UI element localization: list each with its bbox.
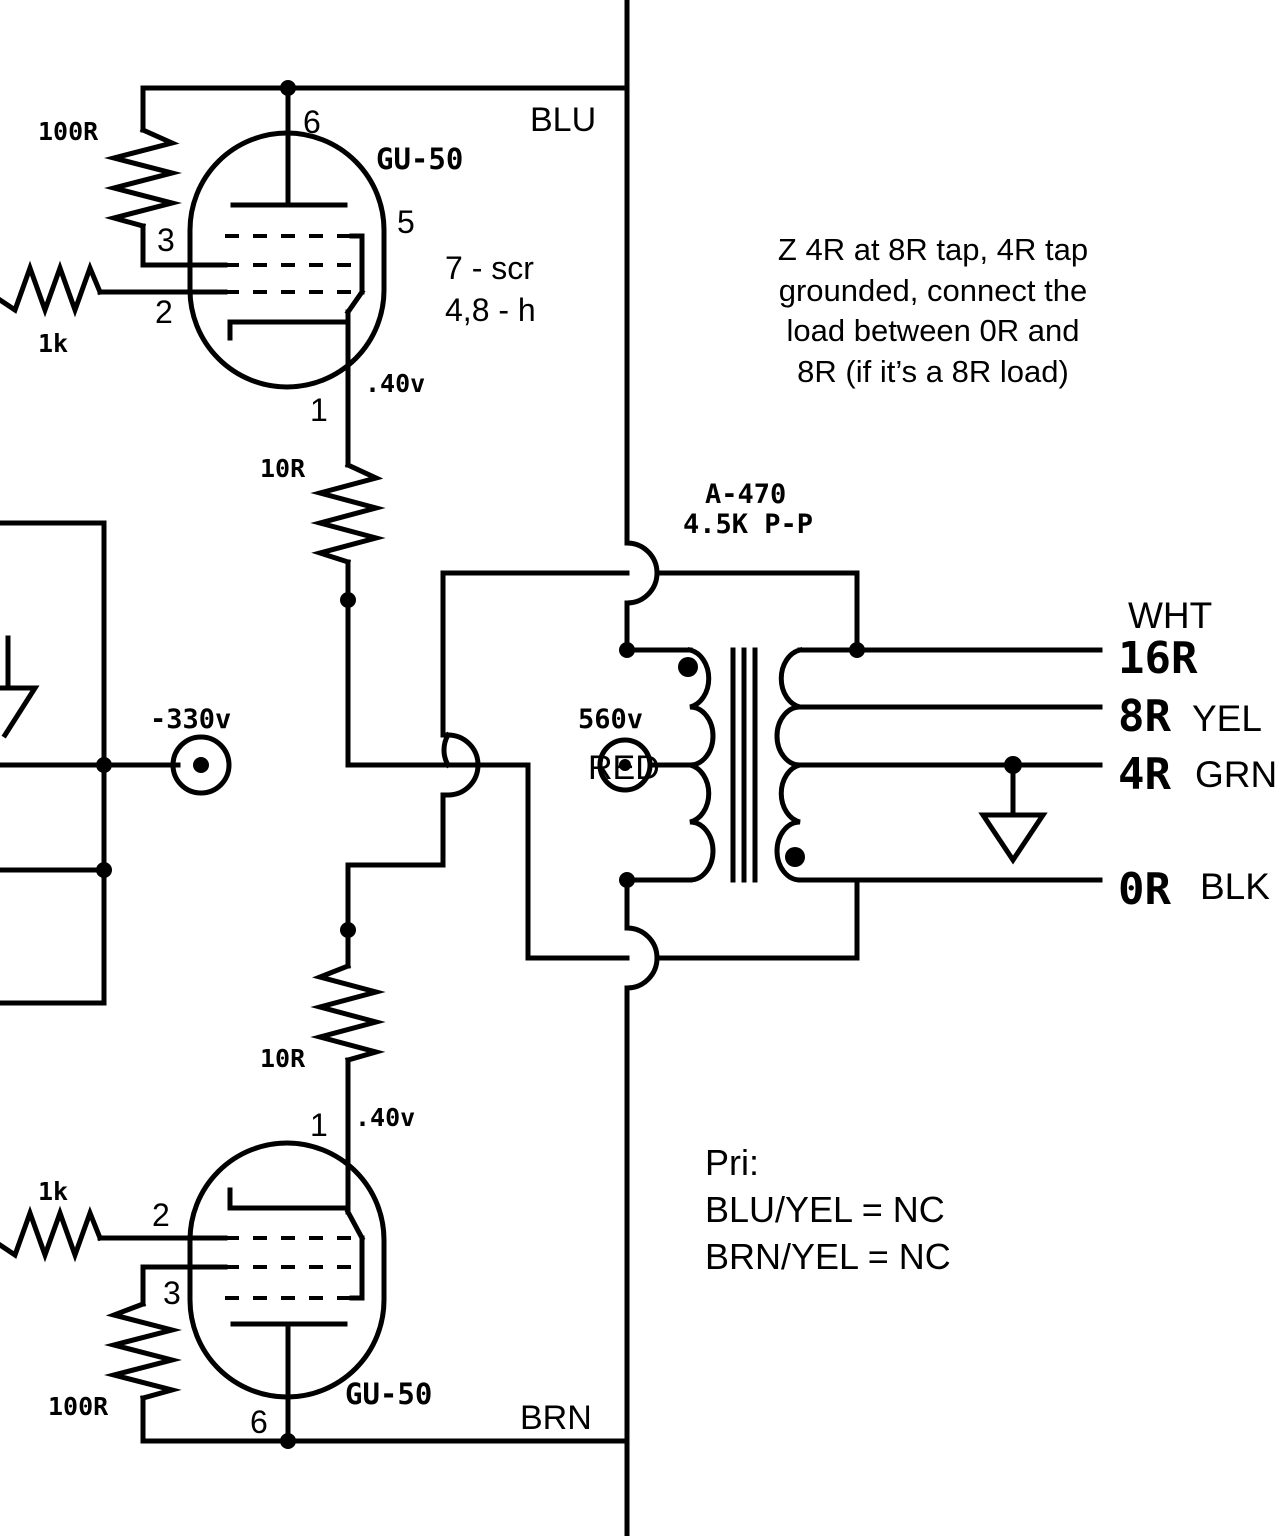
transformer-model: A-470: [705, 479, 786, 510]
upper-pin-3-label: 3: [157, 222, 175, 258]
wht-wire-label: WHT: [1128, 595, 1212, 636]
tap-8r-label: 8R: [1118, 691, 1171, 742]
lower-pin-1-label: 1: [310, 1107, 328, 1143]
bias-terminal: [170, 734, 232, 796]
lower-tube-name: GU-50: [345, 1377, 432, 1411]
bias-voltage-label: -330v: [150, 704, 231, 735]
bias-ground-icon: [0, 685, 40, 739]
lower-pin-2-label: 2: [152, 1197, 170, 1233]
primary-note-line-2: BLU/YEL = NC: [705, 1189, 945, 1230]
blu-wire-label: BLU: [530, 101, 596, 139]
upper-pin-5-label: 5: [397, 204, 415, 240]
upper-1k-resistor: [0, 260, 104, 318]
secondary-ground-icon: [978, 812, 1048, 865]
lower-10r-resistor: [310, 962, 386, 1064]
tap-0r-label: 0R: [1118, 864, 1171, 915]
b-plus-voltage-label: 560v: [578, 704, 643, 735]
note-line-3: load between 0R and: [786, 313, 1079, 348]
brn-wire-label: BRN: [520, 1399, 592, 1437]
lower-pin-3-label: 3: [163, 1275, 181, 1311]
lower-cathode-voltage: .40v: [355, 1103, 415, 1132]
lower-cathode-node: [340, 922, 356, 938]
b-plus-terminal: [597, 737, 653, 793]
yel-wire-label: YEL: [1192, 698, 1262, 739]
red-wire-label: RED: [588, 749, 660, 787]
grn-wire-label: GRN: [1195, 754, 1277, 795]
upper-tube: [0, 80, 630, 768]
upper-grid-resistor-label: 1k: [38, 329, 68, 358]
output-transformer: [597, 642, 1103, 888]
transformer-impedance: 4.5K P-P: [683, 509, 813, 540]
upper-pin-6-label: 6: [303, 104, 321, 140]
upper-anode-resistor-label: 100R: [38, 117, 99, 146]
lower-1k-resistor: [0, 1205, 104, 1263]
lower-anode-resistor-label: 100R: [48, 1392, 109, 1421]
secondary-phase-dot: [785, 847, 805, 867]
bias-section: [0, 520, 232, 1006]
upper-tube-name: GU-50: [376, 142, 463, 176]
upper-pin-1-label: 1: [310, 392, 328, 428]
note-line-1: Z 4R at 8R tap, 4R tap: [778, 232, 1088, 267]
lower-pin-6-label: 6: [250, 1404, 268, 1440]
primary-note-line-1: Pri:: [705, 1142, 759, 1183]
primary-phase-dot: [678, 657, 698, 677]
blk-wire-label: BLK: [1200, 866, 1270, 907]
primary-note-line-3: BRN/YEL = NC: [705, 1236, 951, 1277]
upper-note-line-1: 7 - scr: [445, 250, 534, 286]
note-line-4: 8R (if it’s a 8R load): [797, 354, 1069, 389]
secondary-winding: [774, 646, 804, 883]
lower-100r-resistor: [104, 1300, 182, 1402]
upper-tube-envelope: [187, 130, 387, 390]
primary-winding: [686, 646, 716, 883]
note-line-2: grounded, connect the: [779, 273, 1088, 308]
upper-pin-2-label: 2: [155, 294, 173, 330]
upper-cathode-voltage: .40v: [365, 369, 425, 398]
tap-16r-label: 16R: [1118, 633, 1198, 684]
upper-note-line-2: 4,8 - h: [445, 292, 536, 328]
upper-cathode-resistor-label: 10R: [260, 454, 306, 483]
tap-4r-label: 4R: [1118, 749, 1171, 800]
crossover-wiring: [345, 570, 860, 961]
lower-grid-resistor-label: 1k: [38, 1177, 68, 1206]
lower-tube: [0, 862, 630, 1449]
lower-cathode-resistor-label: 10R: [260, 1044, 306, 1073]
upper-10r-resistor: [310, 461, 386, 566]
upper-100r-resistor: [104, 126, 182, 230]
lower-tube-envelope: [187, 1140, 387, 1400]
upper-cathode-node: [340, 592, 356, 608]
